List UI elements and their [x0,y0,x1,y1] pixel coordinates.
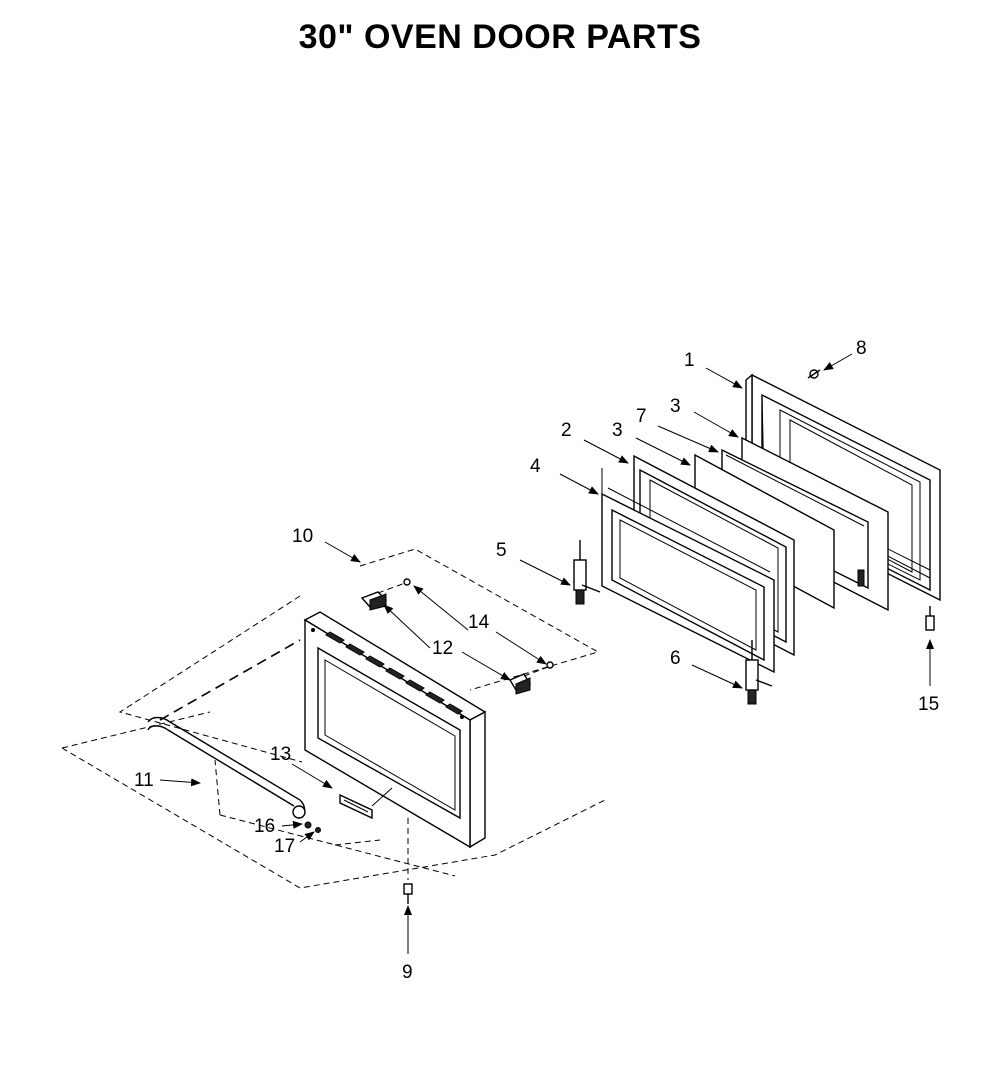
hinge-receiver-left [360,578,411,611]
callout-14: 14 [468,612,490,633]
callout-3b: 3 [612,420,623,441]
callout-17: 17 [274,836,295,857]
callout-6: 6 [670,648,681,669]
callout-2: 2 [561,420,572,441]
callout-9: 9 [402,962,413,983]
callout-7: 7 [636,406,647,427]
screw-15 [925,606,935,631]
callout-3a: 3 [670,396,681,417]
callout-12: 12 [432,638,453,659]
callout-16: 16 [254,816,275,837]
screw-8 [807,369,821,379]
door-handle [147,639,321,833]
assembly-outline-dashed [61,548,606,889]
callout-4: 4 [530,456,541,477]
outer-door-panel [303,611,487,849]
callout-10: 10 [292,526,313,547]
hinge-receiver-right [508,661,554,695]
callout-15: 15 [918,694,939,715]
callout-8: 8 [856,338,867,359]
hinge-right [745,640,773,705]
door-frame [601,468,775,674]
vent-slots [325,631,463,715]
callout-11: 11 [134,770,154,791]
callout-13: 13 [270,744,291,765]
nameplate-badge [339,787,393,820]
callout-1: 1 [684,350,695,371]
callout-5: 5 [496,540,507,561]
hinge-left [573,540,601,605]
page-title: 30" OVEN DOOR PARTS [298,18,702,56]
leader-arrows [159,353,934,954]
bottom-screw [403,818,413,904]
callout-labels: 1 8 3 7 3 2 4 5 6 15 10 14 12 13 11 16 1… [134,338,939,983]
